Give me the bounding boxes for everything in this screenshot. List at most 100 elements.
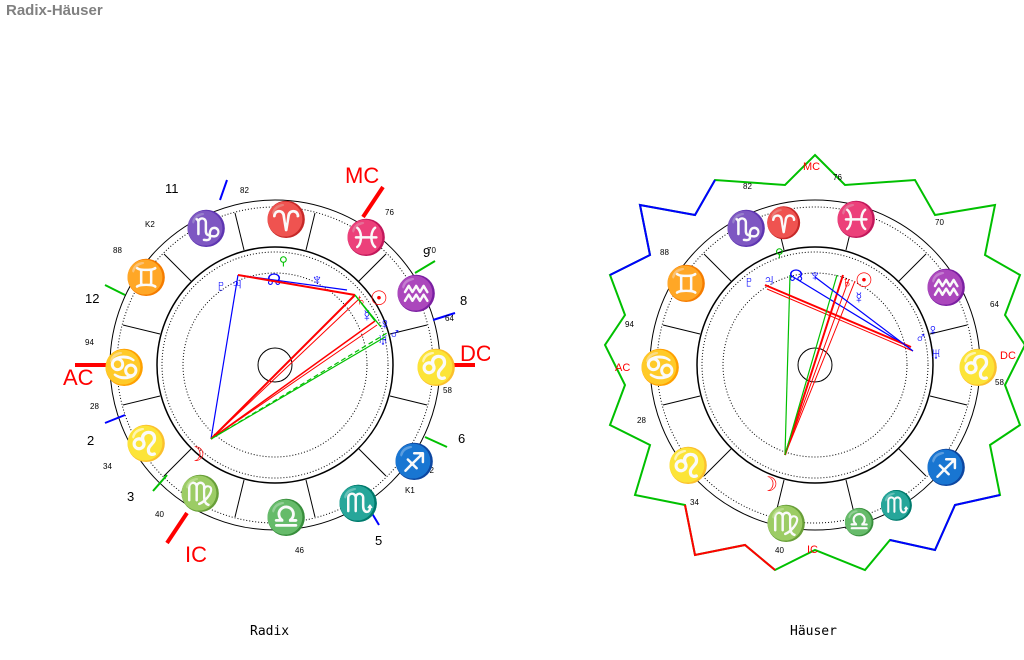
- moon-icon: ☽: [187, 444, 205, 466]
- degree-label: 52: [943, 478, 952, 487]
- saturn-icon: ♄: [841, 274, 853, 291]
- virgo-icon: ♍: [179, 474, 221, 513]
- degree-label: 94: [85, 338, 94, 347]
- moon-node-icon: ♇: [215, 278, 227, 295]
- zodiac-outer-ring: [656, 206, 974, 524]
- mars-icon: ♂: [915, 330, 927, 347]
- scorpio-icon: ♏: [879, 489, 914, 522]
- cancer-icon: ♋: [103, 348, 145, 387]
- radix-caption: Radix: [250, 624, 290, 639]
- aquarius-icon: ♒: [925, 268, 967, 307]
- house-number: 2: [87, 433, 94, 448]
- ic-label: IC: [807, 544, 818, 556]
- libra-icon: ♎: [843, 507, 875, 537]
- degree-label: 58: [995, 378, 1004, 387]
- sun-icon: ☉: [855, 270, 873, 292]
- degree-label: 34: [690, 498, 699, 507]
- ic-line: [165, 511, 189, 545]
- house-number: 9: [423, 245, 430, 260]
- aries-icon: ♈: [265, 200, 307, 239]
- sun-icon: ☉: [370, 288, 388, 310]
- aspect-lines: [764, 274, 914, 456]
- degree-label: 70: [427, 246, 436, 255]
- planets: ♇ ♃ ☊ ♆ ♄ ☉ ☿ ♂ ♀ ♅ ☽ ⚲: [743, 246, 942, 496]
- house-number: 8: [460, 293, 467, 308]
- sagittarius-icon: ♐: [393, 442, 435, 481]
- neptune-icon: ♆: [311, 272, 323, 289]
- pluto-icon: ⚲: [775, 246, 784, 260]
- ac-label: AC: [615, 362, 630, 374]
- capricorn-icon: ♑: [185, 209, 227, 248]
- degree-label: 46: [845, 523, 854, 532]
- degree-label: 28: [637, 416, 646, 425]
- virgo-icon: ♍: [765, 504, 807, 543]
- degree-label: 88: [113, 246, 122, 255]
- degree-label: 58: [443, 386, 452, 395]
- degree-label: 64: [990, 300, 999, 309]
- degree-label: 88: [660, 248, 669, 257]
- pluto-icon: ⚲: [279, 254, 288, 268]
- degree-label: 28: [90, 402, 99, 411]
- radix-chart: AC DC MC IC 11 9 12 8 2 6 3 5 82 76 70 6…: [63, 165, 490, 565]
- degree-label: K1: [405, 486, 415, 495]
- moon-node-icon: ♇: [743, 274, 755, 291]
- scorpio-icon: ♏: [337, 484, 379, 523]
- house-cusps: [104, 179, 456, 526]
- cancer-icon: ♋: [639, 348, 681, 387]
- aspect-lines: [210, 274, 388, 440]
- degree-label: 40: [155, 510, 164, 519]
- degree-label: 64: [445, 314, 454, 323]
- house-outline-blue-right: [889, 494, 1001, 552]
- mercury-icon: ☿: [853, 290, 865, 307]
- dc-label: DC: [460, 341, 490, 366]
- zodiac-signs: ♑ ♈ ♓ ♒ ♌ ♐ ♏ ♎ ♍ ♌ ♋ ♊: [103, 200, 457, 537]
- leo-icon: ♌: [415, 348, 457, 387]
- saturn-icon: ♄: [355, 292, 367, 309]
- uranus-icon: ♅: [930, 346, 942, 363]
- venus-icon: ♀: [927, 322, 939, 339]
- house-number: 5: [375, 533, 382, 548]
- haeuser-caption: Häuser: [790, 624, 837, 639]
- gemini-icon: ♊: [665, 264, 707, 303]
- aries-icon: ♈: [765, 205, 802, 240]
- degree-label: 82: [743, 182, 752, 191]
- zodiac-outer-ring: [116, 206, 434, 524]
- degree-label: K2: [145, 220, 155, 229]
- degree-label: 94: [625, 320, 634, 329]
- house-number: 6: [458, 431, 465, 446]
- ac-label: AC: [63, 365, 94, 390]
- degree-label: 46: [295, 546, 304, 555]
- pisces-icon: ♓: [345, 218, 387, 257]
- degree-label: 82: [240, 186, 249, 195]
- house-number: 11: [165, 181, 179, 196]
- degree-label: 76: [385, 208, 394, 217]
- outer-ring: [649, 199, 981, 531]
- uranus-icon: ♅: [377, 332, 389, 349]
- ic-label: IC: [185, 542, 207, 565]
- mc-line: [361, 185, 385, 219]
- sign-dividers: [662, 212, 968, 518]
- pisces-icon: ♓: [835, 200, 877, 239]
- house-number: 12: [85, 291, 99, 306]
- house-outline-red: [684, 504, 776, 571]
- sagittarius-icon: ♐: [925, 448, 967, 487]
- planet-ring: [701, 251, 929, 479]
- leo-icon: ♌: [957, 348, 999, 387]
- sign-dividers: [122, 212, 428, 518]
- gemini-icon: ♊: [125, 258, 167, 297]
- leo-icon: ♌: [125, 424, 167, 463]
- haeuser-chart: AC DC MC IC 82 76 70 64 58 52 46 40 34 2…: [603, 153, 1024, 572]
- aquarius-icon: ♒: [395, 274, 437, 313]
- libra-icon: ♎: [265, 498, 307, 537]
- capricorn-icon: ♑: [725, 209, 767, 248]
- aspect-ring: [182, 272, 368, 458]
- zodiac-inner-ring: [156, 246, 394, 484]
- degree-label: 76: [833, 173, 842, 182]
- center-circle: [257, 347, 293, 383]
- moon-icon: ☽: [760, 474, 778, 496]
- aspect-ring: [722, 272, 908, 458]
- planet-ring: [161, 251, 389, 479]
- mars-icon: ♂: [389, 326, 401, 343]
- zodiac-inner-ring: [696, 246, 934, 484]
- mercury-icon: ☿: [361, 308, 373, 325]
